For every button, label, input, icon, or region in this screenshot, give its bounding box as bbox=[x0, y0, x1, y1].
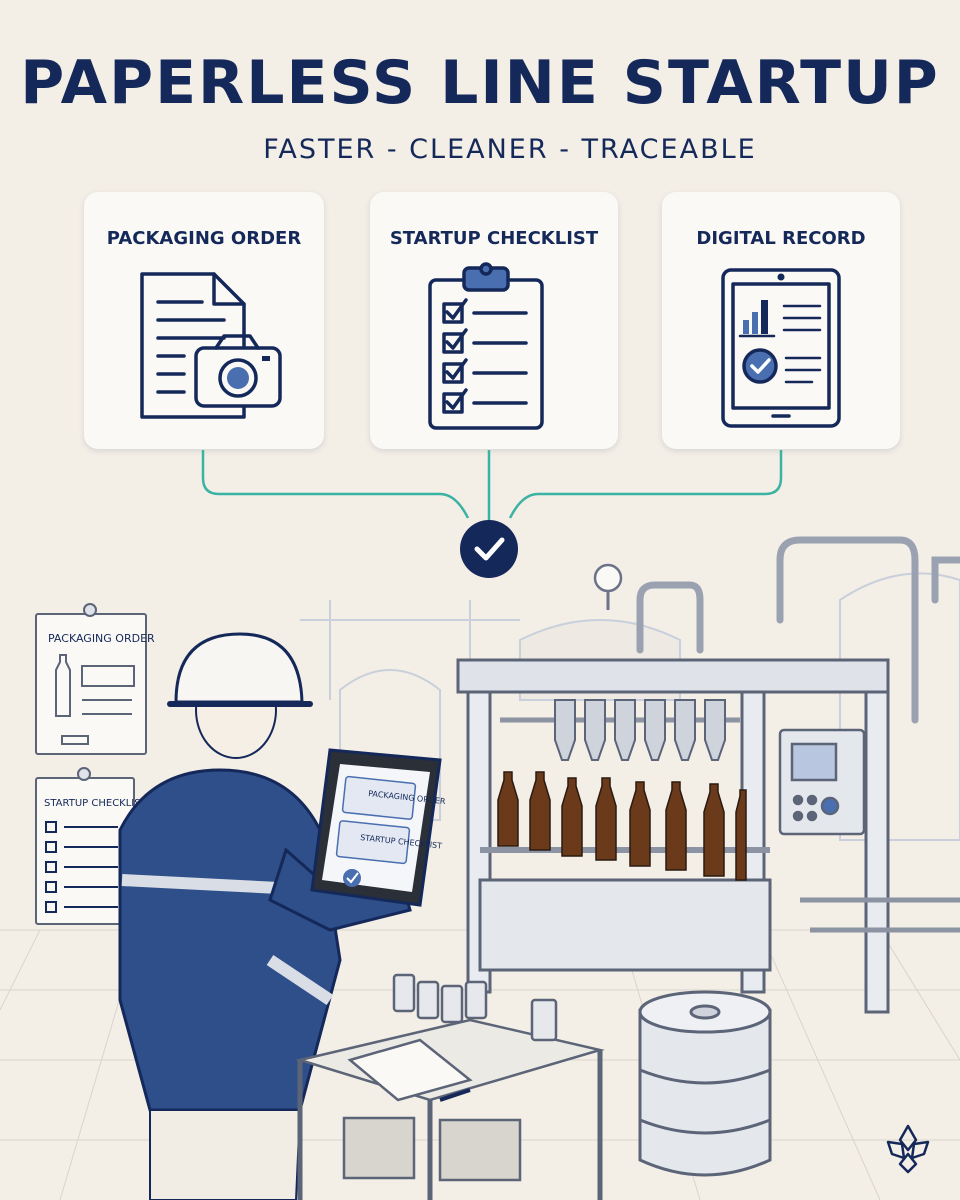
conveyor bbox=[800, 897, 960, 933]
tablet-chart-icon bbox=[721, 268, 841, 428]
page-title: PAPERLESS LINE STARTUP bbox=[20, 48, 940, 118]
card-startup-checklist: STARTUP CHECKLIST bbox=[370, 192, 618, 449]
filling-nozzles bbox=[554, 699, 726, 761]
wall-poster-startup-checklist bbox=[35, 767, 135, 925]
wall-poster-packaging-order bbox=[35, 603, 147, 755]
overhead-pipes bbox=[636, 536, 960, 724]
card-label: STARTUP CHECKLIST bbox=[389, 228, 599, 249]
card-digital-record: DIGITAL RECORD bbox=[662, 192, 900, 449]
clipboard-checklist-icon bbox=[428, 262, 544, 430]
pressure-gauge-icon bbox=[593, 563, 623, 593]
connector-lines bbox=[201, 450, 783, 522]
poster-label: PACKAGING ORDER bbox=[48, 632, 155, 645]
cart-with-cans bbox=[295, 973, 605, 1200]
handheld-tablet bbox=[310, 748, 442, 907]
page-subtitle: FASTER - CLEANER - TRACEABLE bbox=[263, 134, 757, 165]
card-label: DIGITAL RECORD bbox=[696, 228, 866, 249]
card-packaging-order: PACKAGING ORDER bbox=[84, 192, 324, 449]
amber-bottles bbox=[497, 771, 747, 881]
worker bbox=[118, 632, 412, 1200]
keg bbox=[638, 990, 772, 1177]
poster-label: STARTUP CHECKLIST bbox=[44, 798, 148, 809]
document-camera-icon bbox=[140, 272, 282, 419]
control-panel bbox=[778, 728, 866, 836]
factory-scene: PACKAGING ORDER STARTUP CHECKLIST bbox=[0, 536, 960, 1200]
checkmark-circle-icon bbox=[460, 520, 518, 578]
brand-logo-icon bbox=[886, 1124, 930, 1174]
card-label: PACKAGING ORDER bbox=[106, 228, 302, 249]
